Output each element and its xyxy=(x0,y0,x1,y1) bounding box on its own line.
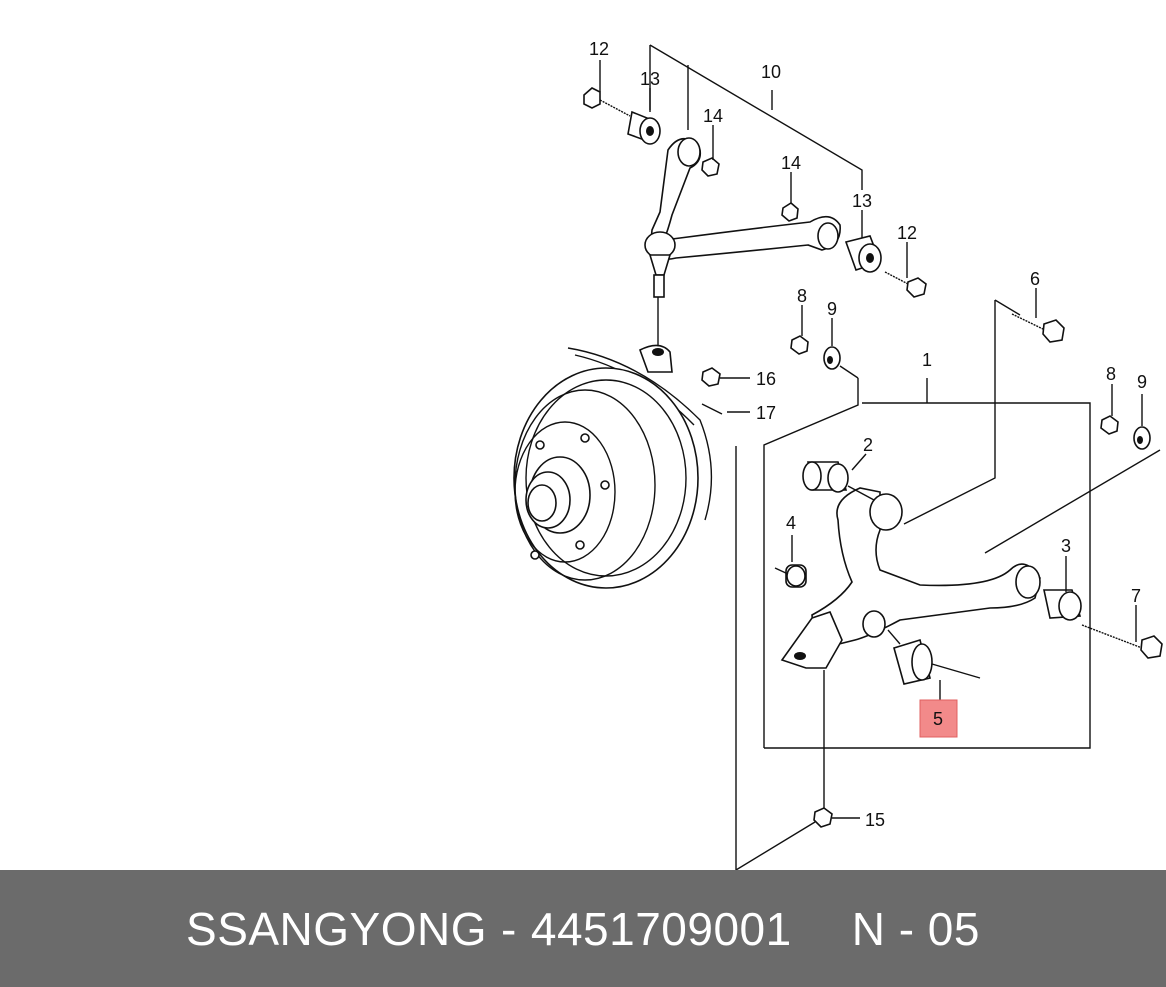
callout-1: 1 xyxy=(922,350,932,370)
callout-12-upper: 12 xyxy=(589,39,609,59)
section-code: N - 05 xyxy=(851,902,980,955)
bushing-2 xyxy=(802,453,875,501)
callout-5: 5 xyxy=(933,709,943,729)
callout-3: 3 xyxy=(1061,536,1071,556)
nut-14-upper xyxy=(701,157,720,177)
separator: - xyxy=(501,902,517,955)
bolt-6 xyxy=(1011,288,1065,343)
callout-15: 15 xyxy=(865,810,885,830)
bolt-12-upper xyxy=(583,87,631,117)
bushing-13-upper xyxy=(627,110,661,145)
callout-12-lower: 12 xyxy=(897,223,917,243)
callout-17: 17 xyxy=(756,403,776,423)
callout-8-left: 8 xyxy=(797,286,807,306)
callout-2: 2 xyxy=(863,435,873,455)
ball-joint-5 xyxy=(887,629,981,738)
suspension-exploded-diagram: 12 13 10 14 14 13 12 6 8 9 1 16 8 9 17 2… xyxy=(513,39,1163,870)
callout-16: 16 xyxy=(756,369,776,389)
part-number: 4451709001 xyxy=(530,902,792,955)
brand-name: SSANGYONG xyxy=(186,902,488,955)
callout-9-left: 9 xyxy=(827,299,837,319)
highlight-box-5 xyxy=(919,699,958,738)
callout-8-right: 8 xyxy=(1106,364,1116,384)
bolt-12-lower xyxy=(884,271,927,298)
callout-13-lower: 13 xyxy=(852,191,872,211)
nut-14-lower xyxy=(781,202,799,222)
callout-7: 7 xyxy=(1131,586,1141,606)
callout-14-upper: 14 xyxy=(703,106,723,126)
callout-9-right: 9 xyxy=(1137,372,1147,392)
nut-8-left xyxy=(790,335,809,355)
callout-10: 10 xyxy=(761,62,781,82)
part-footer-bar: SSANGYONG - 4451709001 N - 05 xyxy=(0,870,1166,987)
bushing-3 xyxy=(1043,556,1082,621)
bushing-4 xyxy=(774,535,807,588)
cotter-pin-17 xyxy=(701,403,723,415)
upper-control-arm xyxy=(583,44,927,298)
callout-14-lower: 14 xyxy=(781,153,801,173)
bushing-13-lower xyxy=(844,235,882,273)
callout-6: 6 xyxy=(1030,269,1040,289)
nut-8-right xyxy=(1100,415,1119,435)
nut-15 xyxy=(813,807,833,828)
callout-4: 4 xyxy=(786,513,796,533)
lower-control-arm-box xyxy=(763,299,1161,808)
bolt-7 xyxy=(1081,605,1163,659)
callout-13-upper: 13 xyxy=(640,69,660,89)
castle-nut-16 xyxy=(701,367,721,387)
knuckle-hub-disc xyxy=(513,297,816,870)
